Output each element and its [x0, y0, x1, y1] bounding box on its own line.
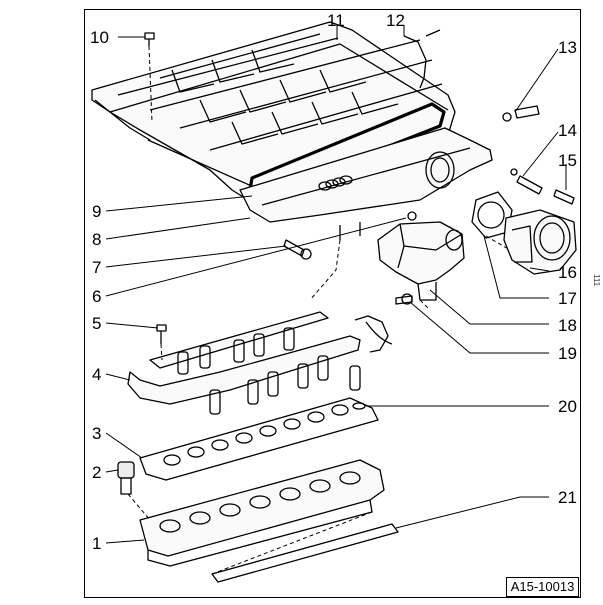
fitting-14 [510, 168, 543, 195]
callout-21: 21 [558, 488, 577, 507]
callout-16: 16 [558, 263, 577, 282]
callout-3: 3 [92, 424, 102, 443]
callout-6: 6 [92, 287, 102, 306]
bolt-19 [395, 293, 413, 305]
alignment-lines [127, 45, 511, 575]
sensor-13 [502, 105, 540, 122]
callout-1: 1 [92, 534, 102, 553]
callout-15: 15 [558, 151, 577, 170]
callout-18: 18 [558, 316, 577, 335]
bolt-7 [283, 239, 312, 260]
callout-20: 20 [558, 397, 577, 416]
callout-9: 9 [92, 202, 102, 221]
fitting-2 [117, 461, 135, 495]
figure-id-label: A15-10013 [506, 577, 579, 597]
throttle-valve-module [503, 209, 577, 275]
bolt-15 [553, 189, 575, 205]
callout-12: 12 [386, 11, 405, 30]
callout-17: 17 [558, 289, 577, 308]
callout-7: 7 [92, 258, 102, 277]
callout-4: 4 [92, 365, 102, 384]
fuel-injector-row-lower [209, 355, 361, 415]
callout-8: 8 [92, 230, 102, 249]
bolt-10 [144, 32, 155, 46]
callout-11: 11 [327, 11, 345, 30]
diagram-frame [84, 9, 581, 598]
control-unit-18 [377, 211, 465, 301]
bolt-5 [156, 324, 167, 344]
leader-lines [105, 24, 567, 544]
lower-intake-manifold [139, 459, 385, 567]
callout-13: 13 [558, 38, 577, 57]
lower-manifold-section [239, 127, 493, 240]
callout-10: 10 [90, 28, 109, 47]
callout-14: 14 [558, 121, 577, 140]
o-ring-20 [352, 402, 366, 410]
callout-2: 2 [92, 463, 102, 482]
callout-5: 5 [92, 314, 102, 333]
margin-mark: 111 [592, 274, 601, 287]
callout-19: 19 [558, 344, 577, 363]
fuel-rail-with-injectors [127, 311, 393, 415]
intake-gasket-plate [139, 397, 379, 481]
lower-gasket-21 [211, 523, 399, 583]
vacuum-hose [403, 29, 441, 89]
fuel-injector-row-upper [177, 327, 295, 375]
